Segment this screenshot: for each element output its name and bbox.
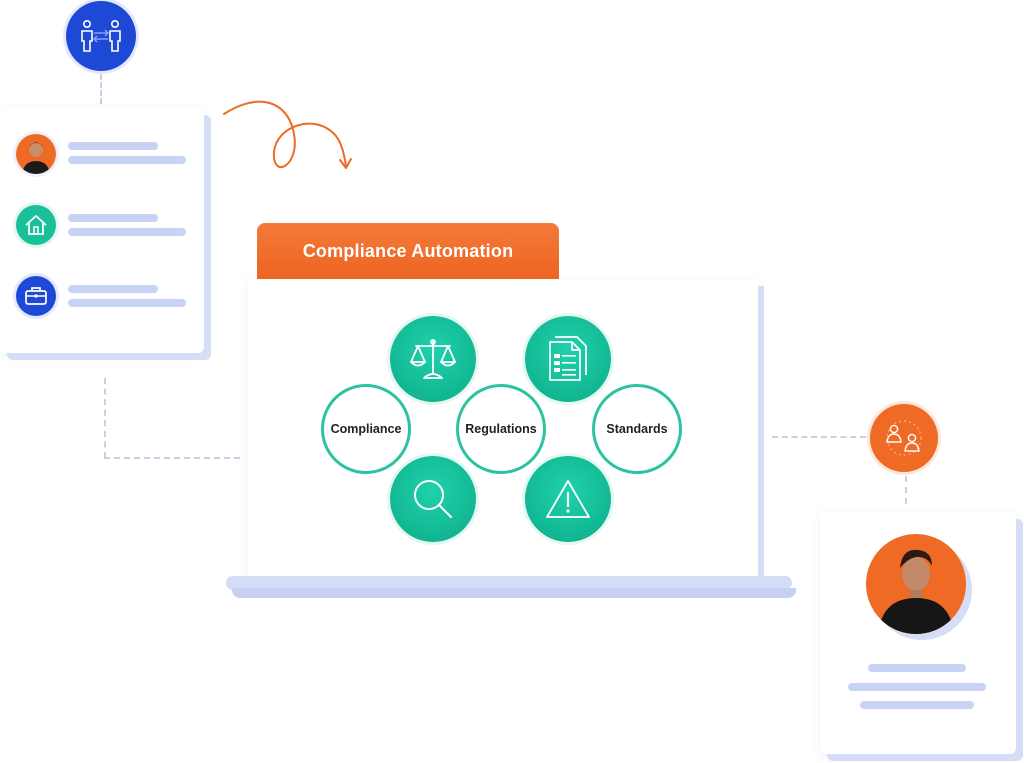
people-exchange-icon xyxy=(81,19,121,52)
home-badge xyxy=(16,205,56,245)
placeholder-line xyxy=(68,214,158,222)
users-badge xyxy=(870,404,938,472)
node-compliance: Compliance xyxy=(321,384,411,474)
search-node xyxy=(390,456,476,542)
placeholder-line xyxy=(848,683,986,691)
right-profile-card xyxy=(820,512,1016,754)
avatar-large xyxy=(866,534,966,634)
node-regulations: Regulations xyxy=(456,384,546,474)
placeholder-line xyxy=(868,664,966,672)
left-user-card xyxy=(0,108,204,353)
warning-icon xyxy=(546,480,590,518)
placeholder-line xyxy=(68,299,186,307)
node-standards: Standards xyxy=(592,384,682,474)
users-icon xyxy=(886,420,922,456)
placeholder-line xyxy=(68,228,186,236)
people-exchange-badge xyxy=(66,1,136,71)
briefcase-icon xyxy=(25,287,47,305)
laptop-base-shadow xyxy=(232,588,796,598)
home-icon xyxy=(25,215,47,235)
diagram-title: Compliance Automation xyxy=(257,223,559,279)
briefcase-badge xyxy=(16,276,56,316)
scales-node xyxy=(390,316,476,402)
laptop-base xyxy=(226,576,792,590)
connector-right-horizontal xyxy=(772,436,866,438)
magnifier-icon xyxy=(414,480,452,518)
documents-icon xyxy=(549,336,587,381)
connector-top xyxy=(100,74,102,104)
placeholder-line xyxy=(860,701,974,709)
warning-node xyxy=(525,456,611,542)
placeholder-line xyxy=(68,156,186,164)
connector-left-horizontal xyxy=(104,457,240,459)
connector-right-vertical xyxy=(905,476,907,504)
placeholder-line xyxy=(68,142,158,150)
placeholder-line xyxy=(68,285,158,293)
scales-icon xyxy=(410,339,456,379)
connector-left-vertical xyxy=(104,378,106,458)
curly-arrow-icon xyxy=(223,100,352,169)
documents-node xyxy=(525,316,611,402)
avatar-small xyxy=(16,134,56,174)
